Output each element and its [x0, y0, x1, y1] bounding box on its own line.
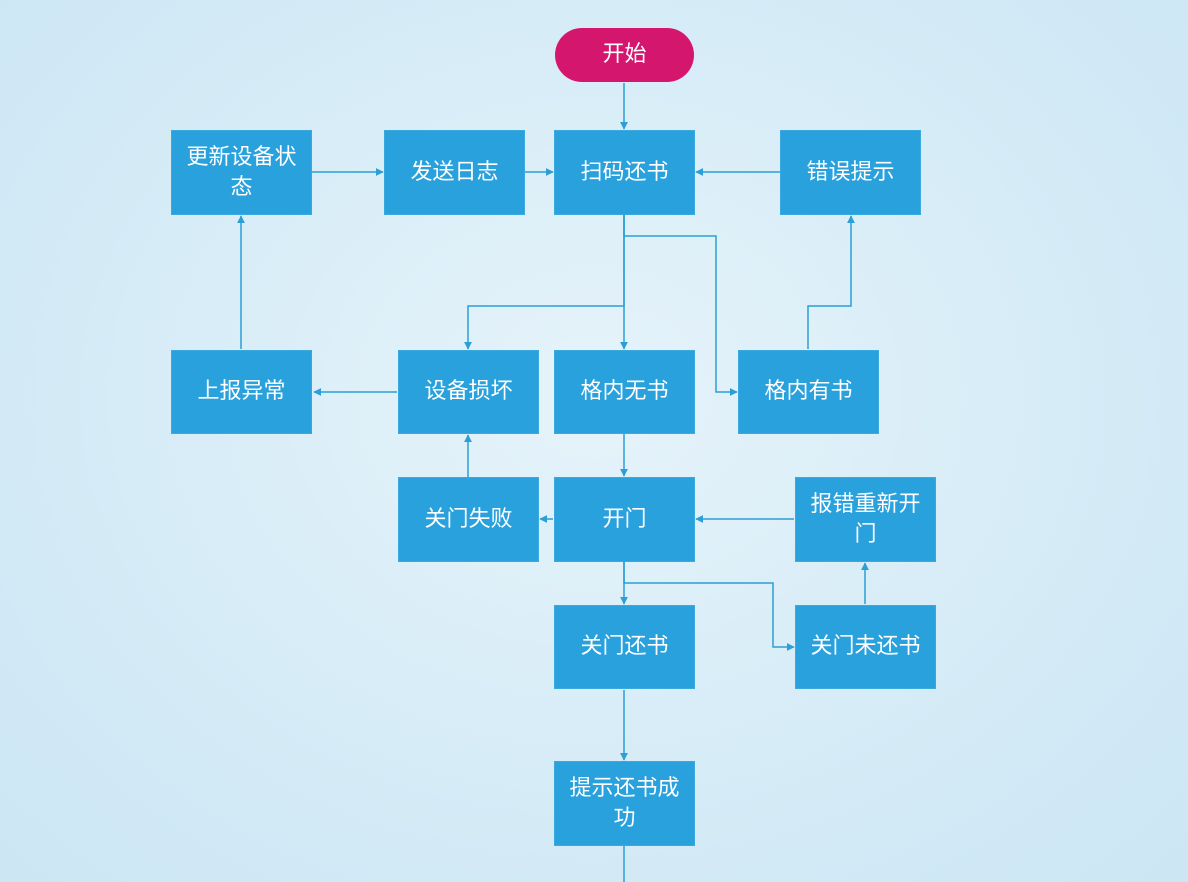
device-broken-node: 设备损坏: [399, 351, 538, 433]
start-node: 开始: [555, 28, 694, 82]
open-door-node: 开门: [555, 478, 694, 561]
send-log-label: 发送日志: [410, 159, 499, 185]
error-prompt-label: 错误提示: [806, 159, 895, 185]
report-exception-node: 上报异常: [172, 351, 311, 433]
slot-has-book-node: 格内有书: [739, 351, 878, 433]
update-status-label: 更新设备状态: [186, 144, 297, 200]
edge-scan-to-broken: [464, 215, 625, 350]
open-door-label: 开门: [602, 506, 647, 532]
edge-scan-to-hasbook: [623, 215, 738, 396]
slot-has-book-label: 格内有书: [764, 379, 853, 404]
close-fail-label: 关门失败: [424, 506, 513, 532]
start-node-label: 开始: [602, 42, 647, 67]
error-prompt-node: 错误提示: [781, 131, 920, 214]
slot-empty-label: 格内无书: [580, 379, 669, 404]
return-success-node: 提示还书成功: [555, 762, 694, 845]
update-status-node: 更新设备状态: [172, 131, 311, 214]
close-return-label: 关门还书: [580, 634, 669, 659]
slot-empty-node: 格内无书: [555, 351, 694, 433]
edge-hasbook-to-error: [807, 215, 855, 349]
reopen-error-node: 报错重新开门: [796, 478, 935, 561]
close-not-returned-node: 关门未还书: [796, 606, 935, 688]
return-success-label: 提示还书成功: [569, 775, 680, 831]
report-exception-label: 上报异常: [197, 379, 286, 404]
close-fail-node: 关门失败: [399, 478, 538, 561]
close-not-returned-label: 关门未还书: [810, 634, 921, 659]
send-log-node: 发送日志: [385, 131, 524, 214]
reopen-error-label: 报错重新开门: [810, 491, 921, 547]
scan-return-node: 扫码还书: [555, 131, 694, 214]
scan-return-label: 扫码还书: [580, 159, 669, 185]
device-broken-label: 设备损坏: [424, 379, 513, 404]
close-return-node: 关门还书: [555, 606, 694, 688]
edge-open-to-notreturned: [623, 562, 795, 651]
